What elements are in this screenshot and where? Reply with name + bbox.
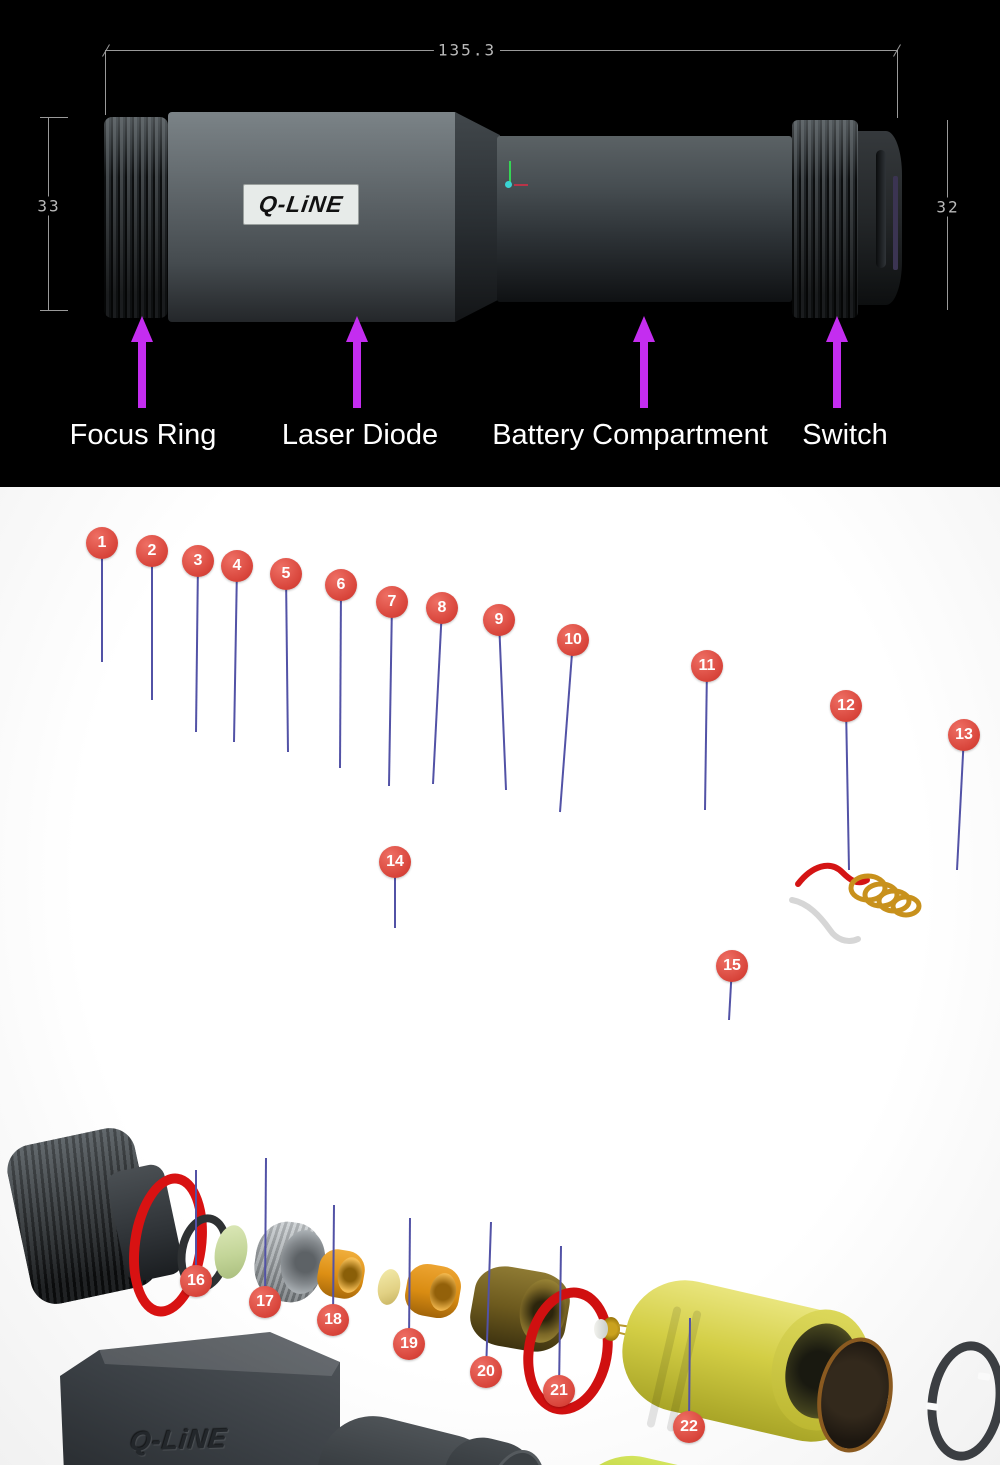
part-badge-7-collimating-lens: 7 — [376, 586, 408, 618]
part-badge-8-lens-barrel: 8 — [426, 592, 458, 624]
part-7-collimating-lens — [375, 1267, 403, 1307]
length-ext-left — [105, 50, 106, 115]
part-badge-14-main-body: 14 — [379, 846, 411, 878]
device-label: Switch — [802, 419, 888, 451]
overall-length-value: 135.3 — [433, 40, 501, 60]
brand-logo-text: Q-LiNE — [257, 191, 345, 217]
length-dim-line-right — [500, 50, 897, 51]
device-focus-ring — [104, 117, 168, 318]
arrow-shaft — [353, 340, 361, 408]
brand-logo-plate: Q-LiNE — [243, 184, 359, 225]
device-tail-slot — [876, 150, 886, 268]
front-dia-tick-top — [40, 117, 68, 118]
device-label: Battery Compartment — [492, 419, 768, 451]
front-dia-tick-bot — [40, 310, 68, 311]
part-badge-2-large-red-o-ring: 2 — [136, 535, 168, 567]
device-battery-tube — [497, 136, 792, 302]
part-badge-13-retaining-clip: 13 — [948, 719, 980, 751]
part-badge-21-switch-boot: 21 — [543, 1375, 575, 1407]
part-14-embossed-logo: Q-LiNE — [128, 1423, 230, 1457]
part-badge-20-switch-assembly: 20 — [470, 1356, 502, 1388]
part-badge-10-module-o-ring: 10 — [557, 624, 589, 656]
device-pocket-clip — [893, 176, 898, 270]
part-badge-3-small-black-o-ring: 3 — [182, 545, 214, 577]
laser-diode-can — [594, 1319, 608, 1339]
arrow-shaft — [138, 340, 146, 408]
arrow-head — [131, 316, 153, 342]
device-label: Laser Diode — [281, 419, 439, 451]
arrow-shaft — [640, 340, 648, 408]
part-badge-11-driver-module-housing: 11 — [691, 650, 723, 682]
part-badge-22-tail-cap: 22 — [673, 1411, 705, 1443]
part-13-retaining-clip — [920, 1336, 1000, 1465]
part-badge-6-spacer-ring: 6 — [325, 569, 357, 601]
part-badge-9-diode-housing: 9 — [483, 604, 515, 636]
cad-axis-marker-red — [514, 184, 528, 186]
part-badge-4-focus-lens: 4 — [221, 550, 253, 582]
front-diameter-value: 33 — [33, 196, 65, 216]
length-dim-line-left — [105, 50, 435, 51]
part-13-clip-gap — [925, 1402, 939, 1411]
cad-axis-marker-green — [509, 161, 511, 184]
part-badge-15-battery: 15 — [716, 950, 748, 982]
arrow-head — [346, 316, 368, 342]
arrow-head — [633, 316, 655, 342]
part-badge-5-lens-holder: 5 — [270, 558, 302, 590]
part-badge-12-contact-board-spring: 12 — [830, 690, 862, 722]
part-15-battery — [558, 1443, 870, 1465]
cad-axis-marker-origin — [505, 181, 512, 188]
rear-diameter-value: 32 — [932, 197, 964, 217]
part-14-main-body-block — [60, 1332, 340, 1465]
part-badge-17-contact-plug: 17 — [249, 1286, 281, 1318]
arrow-head — [826, 316, 848, 342]
part-badge-18-tail-disc: 18 — [317, 1304, 349, 1336]
device-switch-ring — [792, 120, 858, 318]
device-cone-transition — [455, 112, 500, 322]
arrow-shaft — [833, 340, 841, 408]
device-label: Focus Ring — [69, 419, 217, 451]
part-badge-1-focus-ring-cap: 1 — [86, 527, 118, 559]
part-13-clip-gap — [977, 1372, 991, 1381]
dimension-drawing-section: 135.3 33 32 Q-LiNE Focus Ring Laser Diode… — [0, 0, 1000, 487]
part-badge-16-tail-o-ring: 16 — [180, 1265, 212, 1297]
part-badge-19-tail-ring: 19 — [393, 1328, 425, 1360]
length-ext-right — [897, 50, 898, 118]
